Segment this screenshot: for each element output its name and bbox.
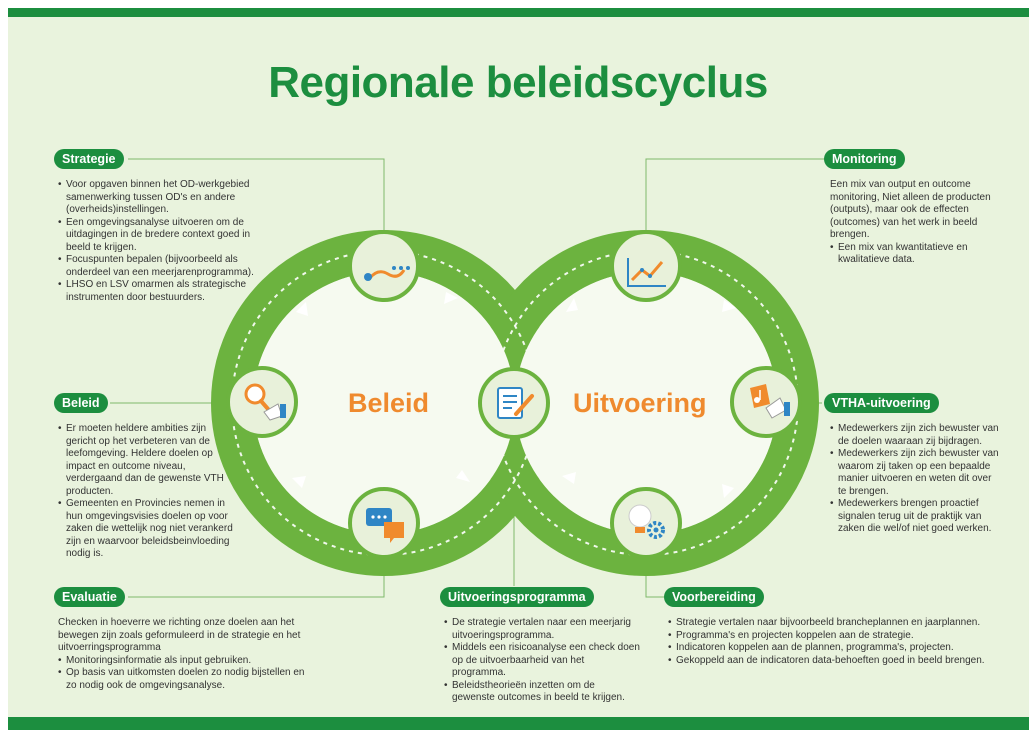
bullet: Medewerkers zijn zich bewuster van waaro… (830, 448, 1000, 498)
bullet: Er moeten heldere ambities zijn gericht … (58, 423, 238, 498)
label-voorbereiding: Voorbereiding (664, 587, 764, 607)
bullet: Programma's en projecten koppelen aan de… (668, 630, 1008, 643)
intro-text: Een mix van output en outcome monitoring… (830, 179, 991, 240)
bullet: LHSO en LSV omarmen als strategische ins… (58, 279, 260, 304)
line-chart-icon (627, 258, 666, 287)
bullet: Voor opgaven binnen het OD-werkgebied sa… (58, 179, 260, 217)
center-label-beleid: Beleid (348, 388, 430, 418)
text-vtha-uitvoering: Medewerkers zijn zich bewuster van de do… (830, 423, 1000, 536)
bullet: Beleidstheorieën inzetten om de gewenste… (444, 680, 640, 705)
intro-text: Checken in hoeverre we richting onze doe… (58, 617, 301, 653)
bullet: Focuspunten bepalen (bijvoorbeeld als on… (58, 254, 260, 279)
bullet: Gemeenten en Provincies nemen in hun omg… (58, 498, 238, 561)
magnifier-hand-icon (244, 383, 286, 421)
bullet: Medewerkers zijn zich bewuster van de do… (830, 423, 1000, 448)
document-pen-icon (497, 387, 534, 419)
page-title: Regionale beleidscyclus (268, 58, 768, 107)
text-beleid: Er moeten heldere ambities zijn gericht … (58, 423, 238, 561)
bullet: Een mix van kwantitatieve en kwalitatiev… (830, 242, 1000, 267)
bullet: Gekoppeld aan de indicatoren data-behoef… (668, 655, 1008, 668)
lightbulb-gear-icon (628, 504, 665, 539)
center-label-uitvoering: Uitvoering (573, 388, 707, 418)
label-uitvoeringsprogramma: Uitvoeringsprogramma (440, 587, 594, 607)
bullet: Strategie vertalen naar bijvoorbeeld bra… (668, 617, 1008, 630)
text-evaluatie: Checken in hoeverre we richting onze doe… (58, 617, 308, 692)
flow-arrows (292, 292, 736, 498)
bullet: Indicatoren koppelen aan de plannen, pro… (668, 642, 1008, 655)
chat-bubbles-icon (366, 508, 404, 543)
music-note-hand-icon (750, 384, 790, 419)
text-uitvoeringsprogramma: De strategie vertalen naar een meerjarig… (444, 617, 640, 705)
label-vtha-uitvoering: VTHA-uitvoering (824, 393, 939, 413)
label-monitoring: Monitoring (824, 149, 905, 169)
text-strategie: Voor opgaven binnen het OD-werkgebied sa… (58, 179, 260, 304)
bullet: Een omgevingsanalyse uitvoeren om de uit… (58, 217, 260, 255)
text-monitoring: Een mix van output en outcome monitoring… (830, 179, 1000, 267)
label-evaluatie: Evaluatie (54, 587, 125, 607)
bullet: Medewerkers brengen proactief signalen t… (830, 498, 1000, 536)
bottom-bar (8, 717, 1029, 730)
label-beleid: Beleid (54, 393, 108, 413)
bullet: Middels een risicoanalyse een check doen… (444, 642, 640, 680)
bullet: De strategie vertalen naar een meerjarig… (444, 617, 640, 642)
bullet: Monitoringsinformatie als input gebruike… (58, 655, 308, 668)
route-icon (364, 266, 410, 281)
top-bar (8, 8, 1029, 17)
bullet: Op basis van uitkomsten doelen zo nodig … (58, 667, 308, 692)
text-voorbereiding: Strategie vertalen naar bijvoorbeeld bra… (668, 617, 1008, 667)
label-strategie: Strategie (54, 149, 124, 169)
